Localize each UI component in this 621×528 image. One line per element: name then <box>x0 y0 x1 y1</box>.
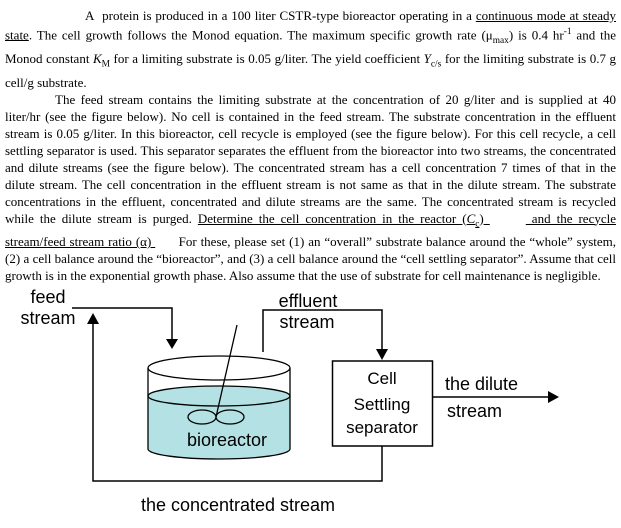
feed-arrowhead-icon <box>166 339 178 349</box>
text-run-underlined: ) <box>479 210 490 226</box>
separator-label-line1: Cell <box>367 369 396 388</box>
effluent-stream-label-line2: stream <box>279 312 334 332</box>
separator-label-line3: separator <box>346 418 418 437</box>
dilute-stream-label-line1: the dilute <box>445 374 518 394</box>
problem-text: A protein is produced in a 100 liter CST… <box>5 7 616 284</box>
separator-label-line2: Settling <box>354 395 411 414</box>
stirrer-shaft <box>215 324 238 418</box>
effluent-arrowhead-icon <box>376 349 388 360</box>
text-run: The feed stream contains the limiting su… <box>5 91 616 226</box>
text-run: ) is 0.4 hr <box>508 27 564 43</box>
text-run-italic: Y <box>423 50 431 66</box>
text-run: . The cell growth follows the Monod equa… <box>28 27 493 43</box>
effluent-stream-label-line1: effluent <box>279 291 338 311</box>
effluent-line <box>262 309 383 352</box>
text-run-subscript: c/s <box>430 59 442 70</box>
paragraph-details: The feed stream contains the limiting su… <box>5 91 616 285</box>
text-run-underlined: and the recycle stream/feed stream ratio… <box>5 210 616 250</box>
paragraph-intro: A protein is produced in a 100 liter CST… <box>5 7 616 91</box>
process-diagram: feed stream bioreactor effluent stream C… <box>20 287 559 515</box>
cell-settling-separator-box <box>331 360 434 447</box>
text-run-underlined-italic: C <box>466 210 476 226</box>
text-run: and the Monod constant <box>5 27 616 66</box>
recycle-arrowhead-icon <box>87 313 99 324</box>
tank-outline <box>147 368 291 460</box>
text-run-superscript: -1 <box>563 27 572 37</box>
concentrated-stream-label: the concentrated stream <box>141 495 335 515</box>
text-run-underlined: continuous mode at steady state <box>5 8 616 43</box>
text-run: for the limiting substrate is 0.7 g cell… <box>5 50 617 90</box>
text-run-subscript: c <box>475 219 480 230</box>
bioreactor-label: bioreactor <box>187 430 267 450</box>
text-run-subscript: max <box>492 35 509 46</box>
text-run: for a limiting substrate is 0.05 g/liter… <box>109 50 424 66</box>
text-run-subscript: M <box>101 59 110 70</box>
feed-stream-label-line1: feed <box>30 287 65 307</box>
text-run: For these, please set (1) an “overall” s… <box>5 234 616 284</box>
text-run-underlined: Determine the cell concentration in the … <box>197 210 467 226</box>
dilute-arrowhead-icon <box>548 391 559 403</box>
concentrated-stream-line <box>92 324 383 482</box>
text-run-italic: K <box>93 50 102 66</box>
dilute-stream-label-line2: stream <box>447 401 502 421</box>
text-run: A protein is produced in a 100 liter CST… <box>85 8 476 23</box>
text-run-blank-gap <box>490 211 526 226</box>
feed-line <box>72 307 173 340</box>
feed-stream-label-line2: stream <box>20 308 75 328</box>
tank-rim <box>147 355 291 381</box>
tank-liquid <box>148 396 290 459</box>
